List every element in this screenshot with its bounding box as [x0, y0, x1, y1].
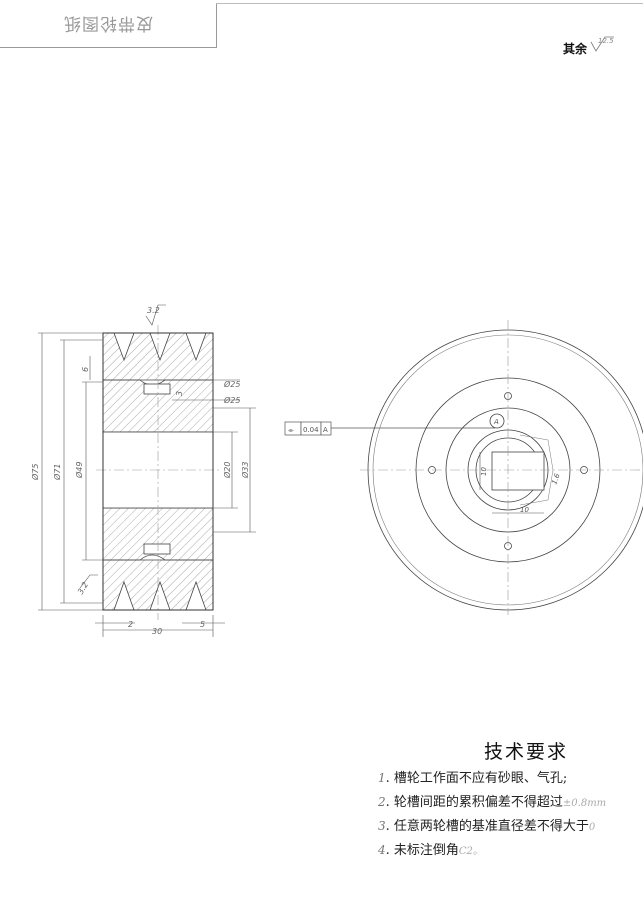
tolerance-datum: A — [323, 426, 328, 434]
requirement-item: 3. 任意两轮槽的基准直径差不得大于0 — [378, 819, 596, 834]
datum-label: A — [493, 418, 499, 426]
hole-d25-bottom: Ø25 — [223, 395, 240, 405]
dim-2: 2 — [128, 620, 133, 629]
front-view — [360, 320, 643, 615]
dim-3: 3 — [175, 391, 184, 396]
tolerance-symbol: ⌯ — [288, 426, 294, 434]
hole-d25-top: Ø25 — [223, 379, 240, 389]
web-hole-top — [143, 383, 171, 395]
keyway — [491, 451, 545, 491]
dim-d71: Ø71 — [52, 464, 62, 481]
dim-5: 5 — [200, 620, 205, 629]
tolerance-value: 0.04 — [303, 426, 319, 434]
dim-30: 30 — [152, 627, 162, 636]
dim-d49: Ø49 — [74, 462, 84, 479]
section-view — [96, 325, 222, 620]
requirement-item: 1. 槽轮工作面不应有砂眼、气孔; — [378, 771, 568, 786]
title-block: 皮带轮图纸 — [0, 3, 217, 48]
requirements-title: 技术要求 — [484, 741, 569, 763]
datum-circle — [489, 413, 505, 429]
requirement-item: 2. 轮槽间距的累积偏差不得超过±0.8mm — [378, 795, 607, 810]
keyway-width: 10 — [520, 506, 529, 514]
requirement-item: 4. 未标注倒角C2。 — [378, 843, 483, 858]
surface-finish-label: 其余 — [563, 42, 588, 56]
dim-3-2: 3.2 — [76, 580, 90, 596]
surface-roughness-icon: 12.5 — [590, 36, 614, 52]
dim-6: 6 — [81, 367, 90, 372]
groove-roughness: 3.2 — [147, 306, 160, 315]
dim-d75: Ø75 — [30, 464, 40, 481]
web-hole-bottom — [143, 543, 171, 555]
keyway-roughness: 1.6 — [550, 472, 562, 486]
tolerance-frame — [284, 421, 495, 436]
surface-finish-value: 12.5 — [598, 37, 614, 45]
top-border-line — [216, 3, 643, 4]
section-dimensions — [38, 304, 256, 637]
requirements-list: 1. 槽轮工作面不应有砂眼、气孔; 2. 轮槽间距的累积偏差不得超过±0.8mm… — [378, 766, 643, 862]
keyway-depth: 10 — [480, 467, 488, 476]
dim-d20: Ø20 — [222, 462, 232, 479]
dim-d33: Ø33 — [240, 462, 250, 479]
